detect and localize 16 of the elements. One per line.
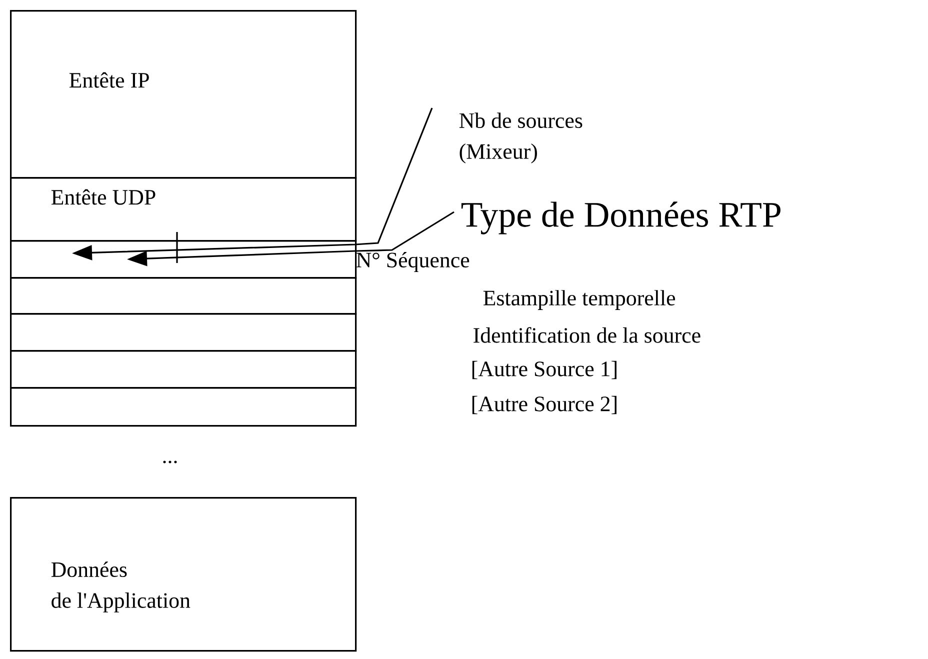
field-label: N° Séquence — [356, 252, 470, 272]
header-row — [10, 350, 357, 389]
field-label: [Autre Source 2] — [472, 396, 616, 414]
header-row — [10, 313, 357, 352]
ellipsis: ... — [163, 460, 177, 464]
callout-text: Nb de sources (Mixeur) — [459, 112, 582, 164]
header-row — [10, 240, 357, 279]
data-box: Données de l'Application — [10, 497, 357, 652]
header-row — [10, 277, 357, 315]
header-row — [10, 387, 357, 427]
field-label: [Autre Source 1] — [472, 360, 616, 380]
callout-text: Type de Données RTP — [461, 202, 780, 234]
header-box: Entête IP — [10, 10, 357, 179]
field-label: Identification de la source — [474, 327, 700, 343]
header-box: Entête UDP — [10, 177, 357, 242]
field-label: Estampille temporelle — [483, 290, 676, 310]
